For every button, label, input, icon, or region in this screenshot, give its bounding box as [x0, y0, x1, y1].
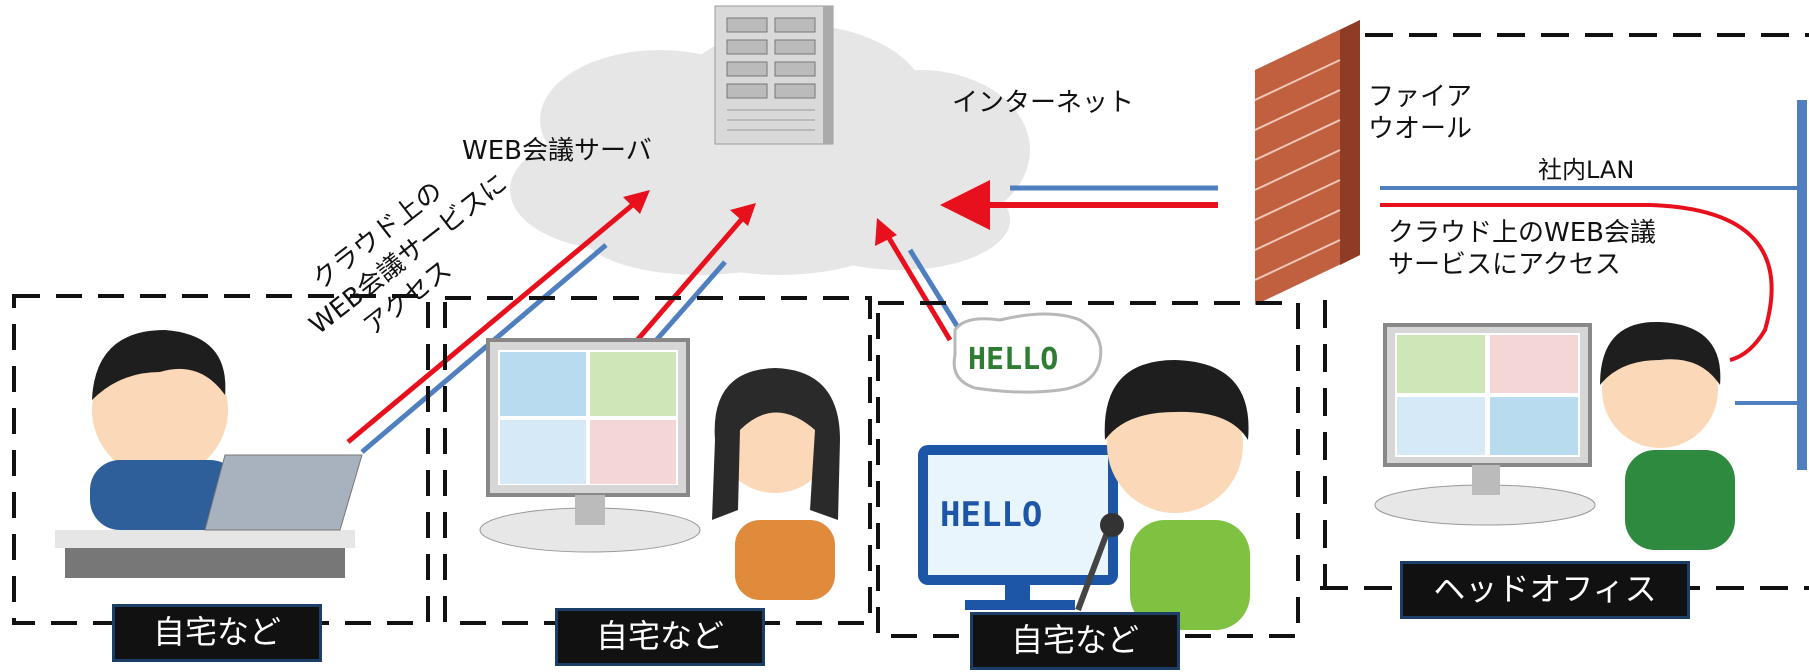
- firewall-label-line1: ファイア: [1368, 82, 1473, 112]
- lan-backbone: [1797, 100, 1807, 470]
- home3-red-arrow: [880, 226, 953, 342]
- home2-boundary: [443, 296, 872, 625]
- home3-speaker: [918, 312, 1250, 630]
- firewall-icon: [1254, 20, 1360, 305]
- internet-label: インターネット: [952, 88, 1135, 118]
- office-monitor-person: [1374, 321, 1735, 550]
- home3-boundary: [876, 301, 1300, 638]
- monitor-hello: HELLO: [940, 495, 1043, 535]
- server-label: WEB会議サーバ: [462, 136, 652, 166]
- home2-location-tag: 自宅など: [555, 608, 765, 666]
- home3-location-tag: 自宅など: [970, 612, 1180, 670]
- home1-person-laptop: [55, 330, 363, 578]
- home2-monitor-woman: [479, 338, 840, 600]
- server-icon: [714, 5, 834, 145]
- home3-blue-line: [907, 248, 965, 336]
- speech-hello: HELLO: [968, 342, 1059, 377]
- lan-label: 社内LAN: [1538, 156, 1635, 184]
- firewall-label-line2: ウオール: [1368, 114, 1473, 144]
- home2-blue-line: [650, 260, 727, 347]
- home1-location-tag: 自宅など: [112, 604, 322, 662]
- office-access-line2: サービスにアクセス: [1388, 250, 1621, 280]
- home1-red-arrow: [346, 195, 644, 444]
- home1-blue-line: [360, 243, 608, 454]
- office-location-tag: ヘッドオフィス: [1400, 561, 1690, 619]
- arrow-into-cloud: [940, 180, 990, 230]
- office-access-path: [1380, 203, 1774, 362]
- office-access-line1: クラウド上のWEB会議: [1388, 218, 1656, 248]
- home2-red-arrow: [631, 210, 750, 347]
